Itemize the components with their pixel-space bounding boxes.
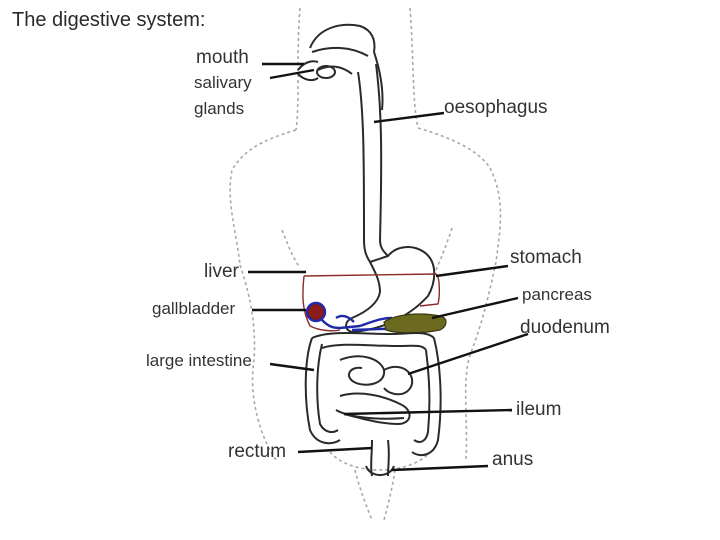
leader-ileum [343, 408, 513, 416]
palate [311, 46, 369, 57]
tongue [317, 65, 353, 75]
small-intestine-loop-2 [383, 365, 414, 396]
leader-duodenum [407, 332, 529, 376]
silhouette-neck-right [409, 7, 419, 129]
label-liver: liver [204, 261, 239, 282]
silhouette-pelvis [329, 451, 431, 471]
label-rectum: rectum [228, 441, 287, 462]
leader-rectum [297, 446, 373, 454]
large-intestine-ascending-inner [316, 343, 339, 433]
salivary-gland-shape [316, 65, 336, 79]
leader-salivary-glands [269, 68, 315, 80]
silhouette-shoulder-left [229, 129, 297, 266]
head-cavity [297, 23, 384, 111]
leader-oesophagus [373, 111, 445, 124]
small-intestine-loop-1 [339, 355, 386, 386]
label-pancreas: pancreas [522, 285, 592, 304]
silhouette-leg-left [354, 469, 373, 521]
label-duodenum: duodenum [520, 317, 610, 338]
large-intestine-transverse-inner [321, 343, 427, 351]
silhouette-waist-right [464, 261, 497, 461]
bile-duct [321, 314, 411, 332]
silhouette-leg-right [383, 469, 396, 521]
anus-end [365, 465, 395, 476]
large-intestine-ascending [304, 337, 341, 445]
silhouette-shoulder-right [417, 127, 502, 263]
leader-large-intestine [269, 362, 315, 372]
label-mouth: mouth [196, 47, 249, 68]
label-stomach: stomach [510, 247, 582, 268]
diagram-title: The digestive system: [12, 9, 206, 31]
oesophagus-right-wall [375, 63, 389, 257]
silhouette-rib-right [435, 227, 453, 271]
label-large-intestine: large intestine [146, 351, 252, 370]
ileum-loop [335, 409, 405, 420]
body-silhouette [229, 7, 502, 521]
small-intestine-loop-3 [339, 392, 411, 426]
label-oesophagus: oesophagus [444, 97, 548, 118]
intestines [304, 332, 442, 477]
label-anus: anus [492, 449, 534, 470]
label-gallbladder: gallbladder [152, 299, 236, 318]
label-glands: glands [194, 99, 245, 118]
stomach-shape [345, 246, 436, 334]
leader-lines [248, 62, 529, 472]
label-salivary: salivary [194, 73, 252, 92]
silhouette-rib-left [281, 229, 301, 269]
label-ileum: ileum [516, 399, 562, 420]
leader-stomach [435, 264, 509, 278]
large-intestine-descending-inner [413, 349, 431, 443]
silhouette-waist-left [239, 264, 277, 461]
nasal-cavity [309, 23, 376, 53]
liver-outline [302, 273, 441, 332]
leader-anus [391, 464, 489, 472]
large-intestine-transverse [311, 332, 435, 339]
mouth-lips [297, 60, 319, 82]
leader-pancreas [431, 296, 519, 320]
oesophagus-tube [357, 63, 389, 263]
oesophagus-left-wall [357, 71, 371, 263]
gallbladder-shape [305, 301, 327, 323]
throat-back [373, 51, 384, 111]
